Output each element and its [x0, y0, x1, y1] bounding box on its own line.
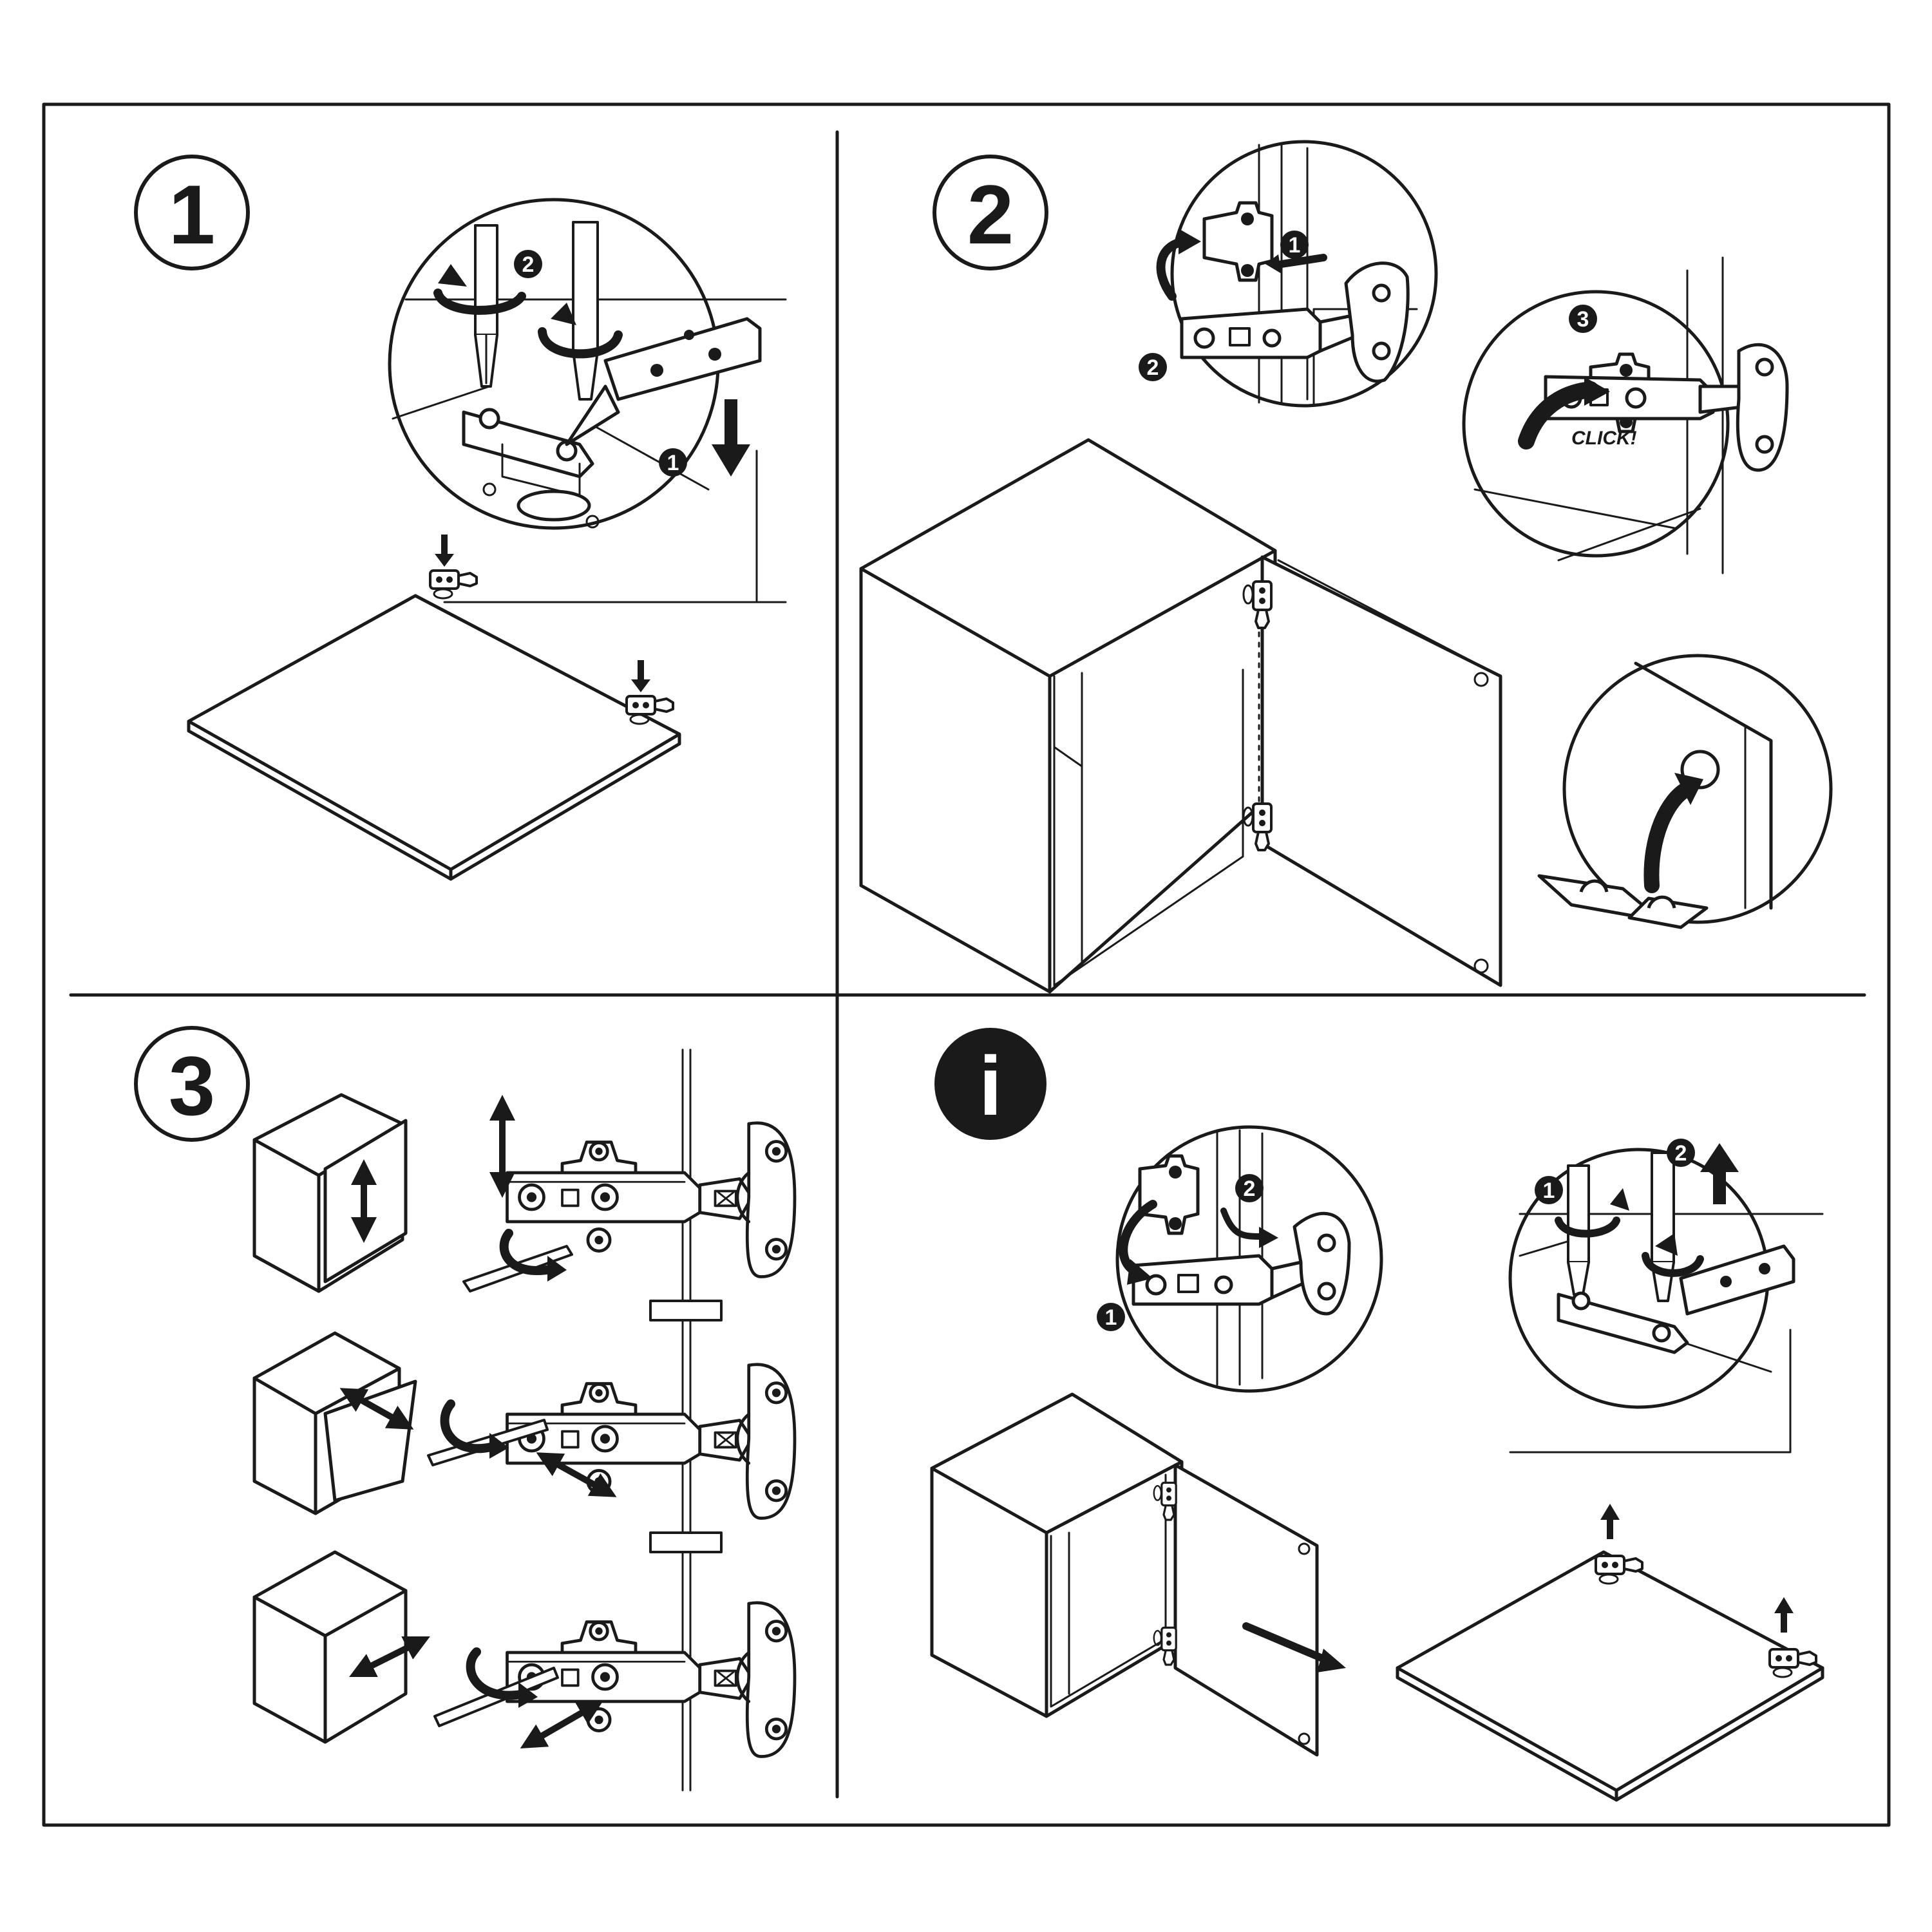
panel-step-2: 2	[859, 140, 1833, 994]
screwdriver-icon	[433, 1647, 604, 1749]
cube-side-adjust	[252, 1550, 430, 1744]
cabinet-open-door	[859, 438, 1502, 994]
hinge-icon	[1557, 1244, 1795, 1354]
lift-up-arrow	[1700, 1143, 1739, 1204]
door-bumper-icon	[1579, 879, 1609, 893]
hinge-icon	[1132, 1154, 1351, 1316]
step-number-badge: 1	[134, 155, 250, 270]
cube-depth-adjust	[252, 1331, 417, 1515]
detail-circle-mount: 1 2	[1139, 140, 1438, 408]
badge-1: 1	[1105, 1305, 1117, 1330]
detail-circle-drill: 2 1	[388, 198, 787, 530]
hinge-icon	[462, 317, 762, 497]
badge-2: 2	[1244, 1177, 1256, 1201]
push-down-arrow	[712, 399, 750, 477]
badge-1: 1	[667, 451, 679, 475]
hinge-icon	[1180, 201, 1410, 383]
step-number-badge: 2	[933, 155, 1048, 270]
step-number: 2	[967, 167, 1014, 261]
screwdriver-icon	[1651, 1151, 1675, 1302]
step-number: 3	[169, 1039, 215, 1133]
door-panel-flat	[187, 535, 681, 881]
detail-circle-unscrew: 2 1	[1508, 1139, 1824, 1409]
badge-2: 2	[1147, 355, 1159, 380]
detail-circle-bumper	[1537, 654, 1833, 929]
badge-1: 1	[1289, 233, 1301, 258]
screwdriver-icon	[427, 1399, 617, 1497]
screwdriver-icon	[572, 221, 599, 401]
door-panel-flat	[1396, 1504, 1824, 1802]
click-label: CLICK!	[1571, 428, 1637, 449]
step-number: i	[979, 1039, 1002, 1133]
step-number: 1	[169, 167, 215, 261]
detail-circle-click: CLICK! 3	[1462, 256, 1789, 574]
panel-step-3: 3	[134, 1026, 795, 1792]
step-number-badge: 3	[134, 1026, 250, 1142]
leader-line	[1509, 1329, 1792, 1454]
screwdriver-icon	[462, 1095, 573, 1293]
badge-1: 1	[1543, 1179, 1555, 1203]
screwdriver-icon	[474, 224, 498, 388]
cabinet-remove-door	[930, 1392, 1346, 1757]
info-badge: i	[934, 1028, 1046, 1140]
badge-2: 2	[522, 252, 535, 277]
detail-circle-release: 2 1	[1097, 1125, 1383, 1393]
panel-info: i	[930, 1028, 1824, 1802]
panel-step-1: 1	[134, 155, 787, 881]
cube-vertical-adjust	[252, 1093, 408, 1293]
badge-3: 3	[1577, 307, 1589, 332]
door-bumper-icon	[1647, 895, 1676, 909]
badge-2: 2	[1675, 1141, 1687, 1166]
